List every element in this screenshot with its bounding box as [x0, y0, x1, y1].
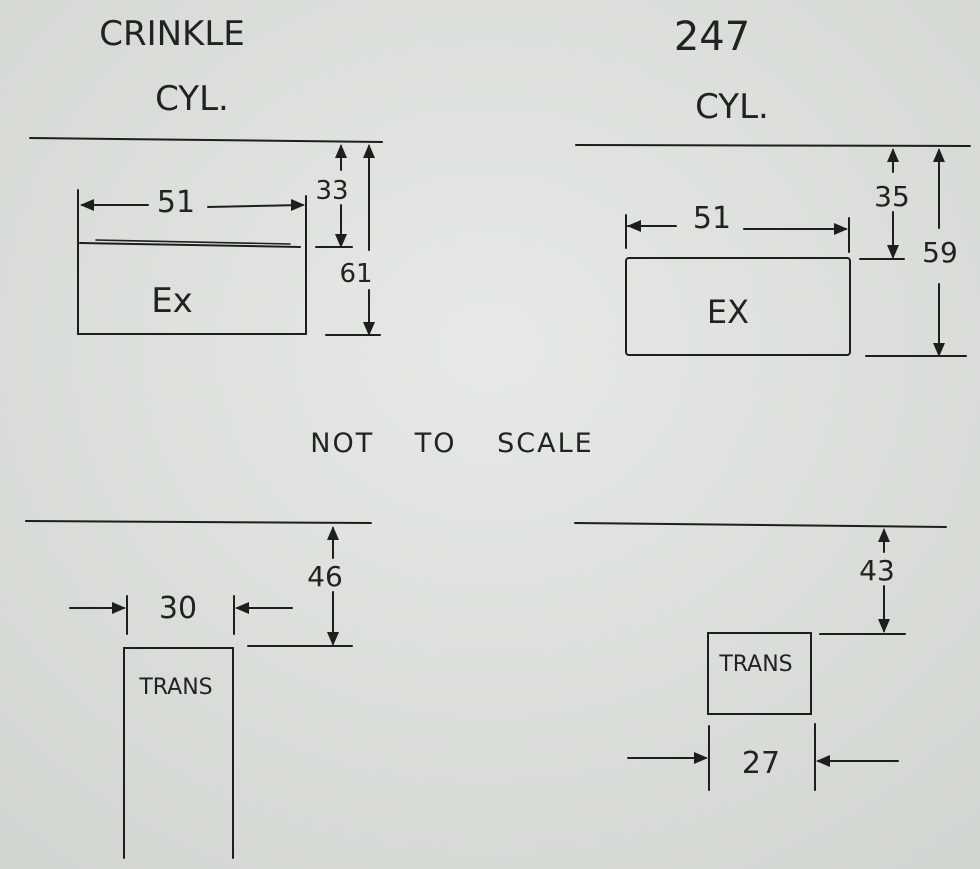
box-label: Ex [151, 281, 193, 321]
arrowhead-left [627, 220, 641, 232]
box-label: EX [707, 293, 749, 331]
width-dimension-line-right [207, 204, 304, 208]
reference-top-line [29, 137, 383, 143]
diagram-trans-right: TRANS 27 43 [574, 522, 947, 791]
total-height-label: 59 [922, 236, 958, 269]
top-gap-label: 35 [874, 180, 910, 213]
arrowhead-up [887, 148, 899, 162]
arrowhead-right [834, 223, 848, 235]
arrowhead-down [363, 322, 375, 336]
ex-box-top-edge-double [95, 239, 291, 245]
arrowhead-down [933, 343, 945, 357]
arrowhead-down [887, 245, 899, 259]
width-label: 51 [157, 185, 195, 220]
arrowhead-down [878, 619, 890, 633]
trans-box-outline [123, 647, 234, 859]
ex-box-outline [625, 257, 851, 356]
arrowhead-up [363, 144, 375, 158]
diagram-title-line1: 247 [674, 14, 750, 60]
diagram-247-cyl: 247 CYL. EX 51 35 59 [575, 14, 971, 357]
arrowhead-down [327, 632, 339, 646]
arrowhead-right [291, 199, 305, 211]
top-gap-label: 43 [859, 554, 895, 587]
width-label: 27 [742, 746, 780, 781]
reference-top-line [25, 520, 372, 524]
diagram-crinkle-cyl: CRINKLE CYL. Ex 51 33 61 [29, 14, 383, 336]
arrowhead-left [235, 602, 249, 614]
reference-top-line [574, 522, 947, 528]
arrowhead-up [327, 526, 339, 540]
arrowhead-left [80, 199, 94, 211]
trans-box-outline [707, 632, 812, 715]
box-label: TRANS [718, 652, 792, 677]
reference-top-line [575, 144, 971, 147]
top-gap-label: 46 [307, 560, 343, 593]
arrowhead-right [112, 602, 126, 614]
diagram-title-line2: CYL. [695, 87, 769, 127]
diagram-title-line1: CRINKLE [99, 14, 245, 54]
arrowhead-up [878, 528, 890, 542]
arrowhead-up [335, 144, 347, 158]
diagram-title-line2: CYL. [155, 79, 229, 119]
arrowhead-left [816, 755, 830, 767]
not-to-scale-note: NOT TO SCALE [310, 428, 593, 459]
width-label: 30 [159, 591, 197, 626]
arrowhead-up [933, 148, 945, 162]
diagram-trans-left: TRANS 30 46 [25, 520, 372, 859]
top-gap-label: 33 [315, 176, 348, 206]
arrowhead-down [335, 234, 347, 248]
total-height-label: 61 [339, 259, 372, 289]
box-label: TRANS [138, 675, 212, 700]
width-label: 51 [693, 201, 731, 236]
ex-box-top-edge [79, 242, 301, 248]
arrowhead-right [694, 752, 708, 764]
ex-box-outline [77, 189, 307, 335]
